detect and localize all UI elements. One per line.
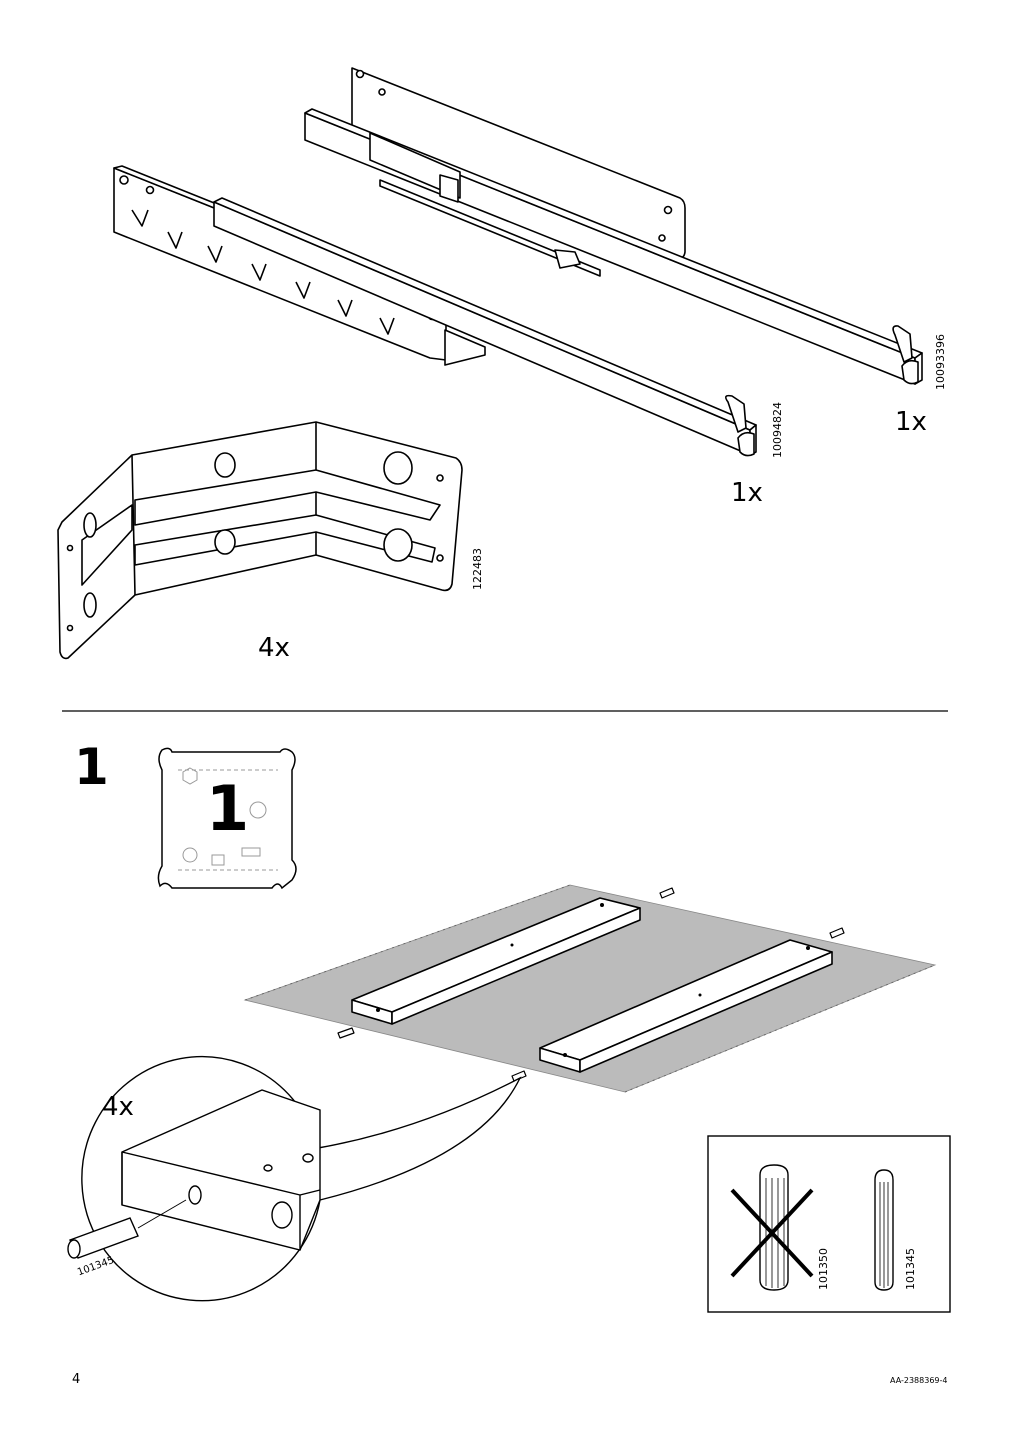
step-number: 1 xyxy=(74,738,109,796)
wrong-dowel-illustration xyxy=(730,1164,814,1291)
rail-long-illustration xyxy=(304,67,923,385)
detail-magnifier xyxy=(67,1056,522,1302)
part-number-rail-short: 10094824 xyxy=(771,402,784,458)
rug-illustration xyxy=(243,884,937,1093)
quantity-rail-long: 1x xyxy=(895,407,927,437)
dowel-right-article: 101345 xyxy=(904,1248,917,1290)
document-id: AA-2388369-4 xyxy=(890,1376,948,1385)
bracket-illustration xyxy=(57,421,463,660)
dowel-wrong-article: 101350 xyxy=(817,1248,830,1290)
dowel-comparison-box xyxy=(707,1135,951,1313)
hardware-bag-label: 1 xyxy=(206,772,250,845)
page-number: 4 xyxy=(72,1372,81,1387)
boards-illustration xyxy=(337,887,845,1082)
hardware-bag-icon xyxy=(157,747,297,890)
part-number-bracket: 122483 xyxy=(471,548,484,590)
detail-quantity: 4x xyxy=(102,1092,134,1122)
quantity-bracket: 4x xyxy=(258,633,290,663)
rail-short-illustration xyxy=(113,165,757,457)
quantity-rail-short: 1x xyxy=(731,478,763,508)
part-number-rail-long: 10093396 xyxy=(934,334,947,390)
correct-dowel-illustration xyxy=(874,1169,894,1291)
